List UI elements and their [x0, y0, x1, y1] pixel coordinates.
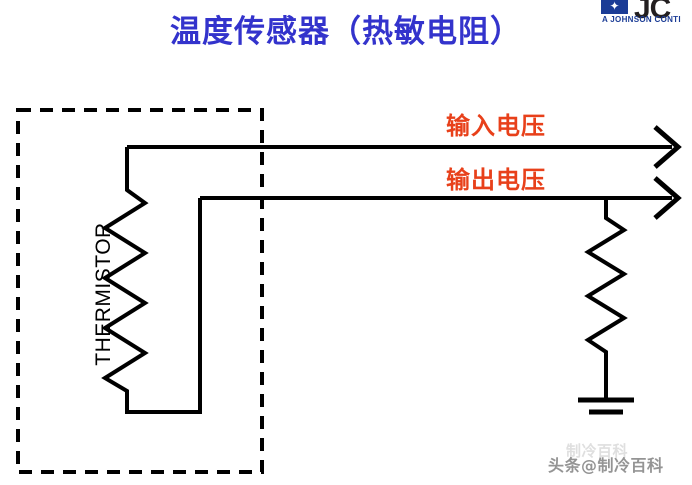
pulldown-resistor-symbol — [584, 198, 628, 398]
output-voltage-label: 输出电压 — [446, 165, 546, 194]
watermark-ghost: 制冷百科 — [566, 442, 629, 460]
johnson-controls-mark-icon: ✦ — [601, 0, 628, 14]
watermark: 头条@制冷百科 — [548, 456, 664, 475]
input-arrow-right-icon — [653, 125, 682, 169]
logo-tagline: A JOHNSON CONTI — [602, 15, 681, 24]
thermistor-symbol — [101, 147, 202, 414]
thermistor-label: THERMISTOR — [92, 222, 115, 366]
sensor-enclosure-dashed-box — [16, 108, 264, 474]
logo-wordmark: JC — [634, 0, 671, 25]
input-voltage-label: 输入电压 — [446, 111, 546, 140]
johnson-controls-logo: ✦ JC A JOHNSON CONTI — [601, 0, 692, 28]
logo-mark-glyph: ✦ — [609, 0, 620, 13]
output-arrow-right-icon — [653, 176, 682, 220]
page-title: 温度传感器（热敏电阻） — [170, 14, 522, 50]
ground-symbol — [578, 397, 634, 415]
